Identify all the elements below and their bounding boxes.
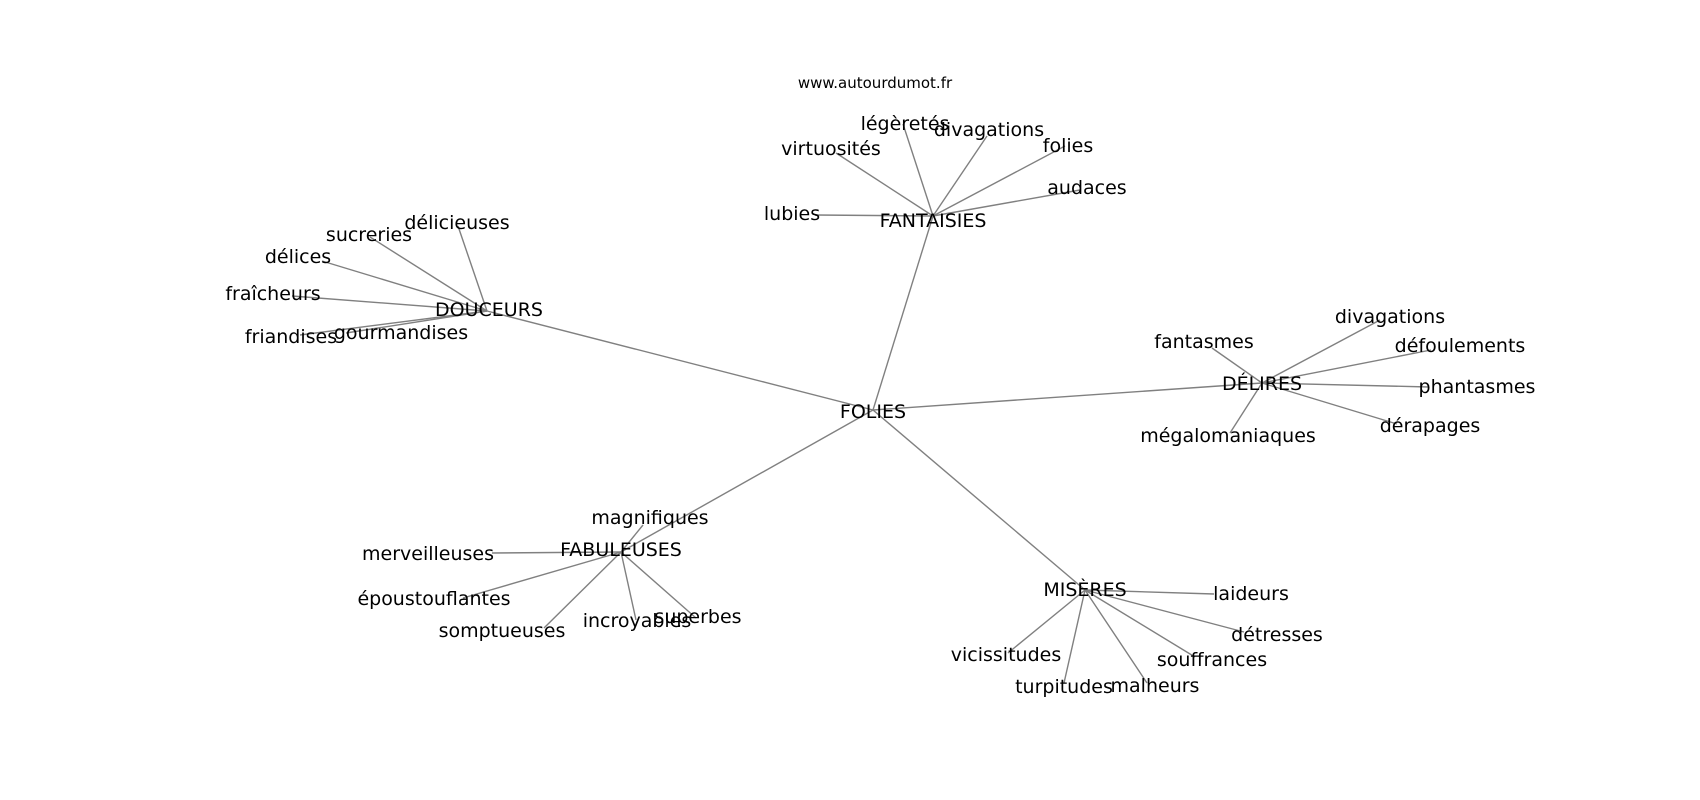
leaf-node-superbes: superbes <box>654 606 741 628</box>
leaf-node-megalomaniaques: mégalomaniaques <box>1140 425 1316 447</box>
edge-miseres-turpitudes <box>1063 589 1086 684</box>
edge-fabuleuses-merveilleuses <box>491 551 622 554</box>
leaf-node-audaces: audaces <box>1047 177 1126 199</box>
hub-node-delires: DÉLIRES <box>1222 372 1302 395</box>
leaf-node-laideurs: laideurs <box>1213 583 1289 605</box>
edge-fabuleuses-somptueuses <box>543 551 622 629</box>
leaf-node-phantasmes: phantasmes <box>1419 376 1536 398</box>
root-node-label: FOLIES <box>840 401 906 423</box>
edge-douceurs-fraicheurs <box>291 295 488 312</box>
leaf-node-fraicheurs: fraîcheurs <box>225 283 320 305</box>
leaf-node-delices: délices <box>265 246 331 268</box>
edge-miseres-malheurs <box>1084 589 1148 684</box>
edge-miseres-souffrances <box>1084 589 1196 658</box>
graph-nodes: FOLIES FANTAISIES lubies virtuosités légèret… <box>225 113 1535 698</box>
edge-fantaisies-legeretes <box>902 123 934 217</box>
leaf-node-virtuosites: virtuosités <box>781 138 881 160</box>
edge-fabuleuses-incroyables <box>620 551 637 621</box>
leaf-node-malheurs: malheurs <box>1111 675 1200 697</box>
edge-douceurs-sucreries <box>369 236 488 312</box>
leaf-node-defoulements: défoulements <box>1395 335 1526 357</box>
leaf-node-derapages: dérapages <box>1380 415 1481 437</box>
leaf-node-lubies: lubies <box>764 203 820 225</box>
edge-fantaisies-lubies <box>814 214 934 217</box>
edge-fabuleuses-superbes <box>620 551 697 619</box>
edge-delires-divagations <box>1261 319 1381 384</box>
leaf-node-divagations: divagations <box>934 119 1044 141</box>
edge-fantaisies-audaces <box>932 189 1081 217</box>
edge-delires-fantasmes <box>1211 347 1263 384</box>
edge-root-delires <box>872 382 1263 411</box>
edge-miseres-detresses <box>1084 589 1245 633</box>
leaf-node-somptueuses: somptueuses <box>439 620 566 642</box>
leaf-node-merveilleuses: merveilleuses <box>362 543 494 565</box>
edge-miseres-vicissitudes <box>1007 589 1086 654</box>
leaf-node-epoustouflantes: époustouflantes <box>357 588 510 610</box>
edge-fantaisies-divagations <box>932 135 988 217</box>
edge-root-miseres <box>872 409 1086 591</box>
edge-root-fabuleuses <box>620 409 874 553</box>
leaf-node-legeretes: légèretés <box>861 113 950 135</box>
edge-fantaisies-virtuosites <box>835 152 934 217</box>
leaf-node-delicieuses: délicieuses <box>404 212 509 234</box>
leaf-node-divagations: divagations <box>1335 306 1445 328</box>
leaf-node-folies: folies <box>1043 135 1093 157</box>
edge-fantaisies-folies <box>932 145 1066 217</box>
leaf-node-friandises: friandises <box>245 326 337 348</box>
edge-root-douceurs <box>486 310 874 411</box>
edge-delires-defoulements <box>1261 349 1432 384</box>
edge-douceurs-delices <box>321 260 488 312</box>
edge-delires-derapages <box>1261 382 1398 425</box>
leaf-node-detresses: détresses <box>1231 624 1323 646</box>
leaf-node-turpitudes: turpitudes <box>1015 676 1113 698</box>
leaf-node-gourmandises: gourmandises <box>334 322 468 344</box>
hub-node-fantaisies: FANTAISIES <box>880 210 987 232</box>
edge-douceurs-delicieuses <box>457 225 488 312</box>
hub-node-miseres: MISÈRES <box>1043 578 1126 601</box>
leaf-node-magnifiques: magnifiques <box>591 507 708 529</box>
site-credit: www.autourdumot.fr <box>798 74 953 92</box>
edge-delires-phantasmes <box>1261 382 1430 388</box>
leaf-node-vicissitudes: vicissitudes <box>951 644 1061 666</box>
leaf-node-incroyables: incroyables <box>583 610 692 632</box>
edge-douceurs-friandises <box>299 310 488 336</box>
edge-delires-megalomaniaques <box>1229 382 1263 434</box>
edge-root-fantaisies <box>872 215 934 411</box>
edge-miseres-laideurs <box>1084 589 1215 595</box>
leaf-node-fantasmes: fantasmes <box>1154 331 1253 353</box>
edge-fabuleuses-epoustouflantes <box>462 551 622 599</box>
edge-fabuleuses-magnifiques <box>620 524 644 553</box>
graph-edges <box>291 123 1432 684</box>
hub-node-douceurs: DOUCEURS <box>435 299 543 321</box>
hub-node-fabuleuses: FABULEUSES <box>560 539 682 561</box>
leaf-node-sucreries: sucreries <box>326 224 412 246</box>
leaf-node-souffrances: souffrances <box>1157 649 1267 671</box>
